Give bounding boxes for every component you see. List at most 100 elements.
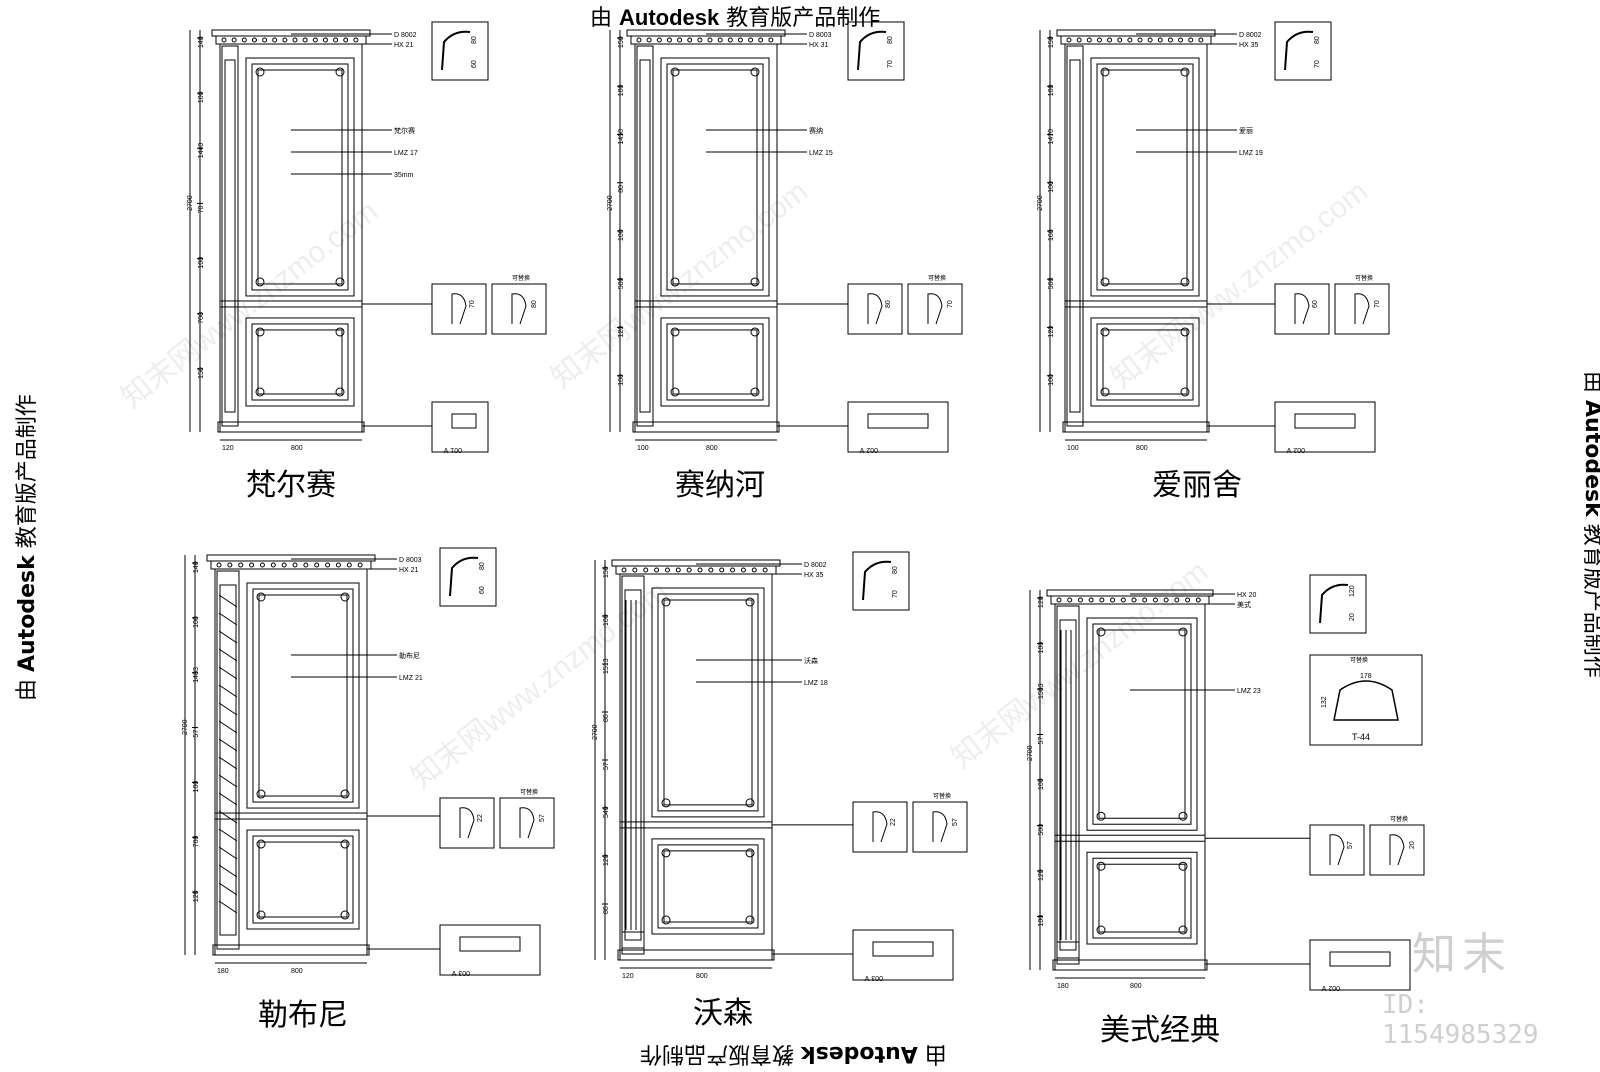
upper-panel-inner <box>1096 63 1194 291</box>
profile-dim: 20 <box>1409 841 1416 849</box>
leader-label: LMZ 23 <box>1237 688 1261 695</box>
crown-profile-shape <box>441 30 471 71</box>
brand-id: ID: 1154985329 <box>1382 990 1539 1050</box>
pilaster <box>1056 605 1080 965</box>
width-label: 120 <box>222 445 234 452</box>
chair-rail-profile-shape <box>459 807 475 839</box>
frieze-ornament <box>1067 597 1073 603</box>
frieze-ornament <box>259 562 265 568</box>
corner-ornament <box>1178 861 1188 871</box>
leader-label: HX 31 <box>809 42 829 49</box>
pilaster <box>1066 45 1084 427</box>
base-profile-shape <box>1294 413 1356 429</box>
frieze-ornament <box>1185 597 1191 603</box>
profile-dim: 80 <box>471 36 478 44</box>
pilaster-flute <box>224 59 236 413</box>
alt-label: 可替换 <box>1350 656 1368 664</box>
frieze-ornament <box>1178 37 1184 43</box>
dimension-label: 140 <box>198 36 205 48</box>
corner-ornament <box>256 839 266 849</box>
corner-ornament <box>745 798 755 808</box>
corner-ornament <box>661 597 671 607</box>
frieze-ornament <box>664 567 670 573</box>
chair-rail-profile-shape <box>1294 293 1310 325</box>
dimension-label: 1440 <box>198 143 205 159</box>
base-profile-box <box>852 929 954 981</box>
corner-ornament <box>255 387 265 397</box>
dimension-label: 120 <box>193 890 200 902</box>
corner-ornament <box>670 67 680 77</box>
frieze-ornament <box>666 37 672 43</box>
pilaster-carving <box>218 864 238 878</box>
frieze-ornament <box>312 37 318 43</box>
crown-profile-shape <box>862 560 892 601</box>
door-name-6: 美式经典 <box>1100 1013 1220 1048</box>
frieze-ornament <box>1056 597 1062 603</box>
lower-panel-frame <box>245 317 355 407</box>
chair-rail-profile-box <box>1309 824 1365 876</box>
leader-label: D 8002 <box>804 562 827 569</box>
corner-ornament <box>1100 387 1110 397</box>
frieze-ornament <box>262 37 268 43</box>
leader-label: D 8003 <box>809 32 832 39</box>
autodesk-watermark-top: 由 Autodesk 教育版产品制作 <box>590 5 881 31</box>
alt-profile-shape <box>932 811 948 843</box>
crown-profile-box <box>852 551 910 611</box>
frieze-ornament <box>1157 37 1163 43</box>
profile-dim: 002 ∀ <box>859 446 878 454</box>
lower-panel-field <box>663 850 753 923</box>
profile-dim: 70 <box>1314 60 1321 68</box>
upper-panel-field <box>257 69 343 285</box>
width-label: 120 <box>622 973 634 980</box>
upper-panel-inner <box>1092 623 1192 825</box>
dimension-label: 120 <box>1048 326 1055 338</box>
corner-ornament <box>340 910 350 920</box>
dimension-label: 80 <box>603 714 610 722</box>
frieze-ornament <box>216 562 222 568</box>
upper-panel-frame <box>246 582 360 809</box>
frieze-ornament <box>1096 37 1102 43</box>
lower-panel-field <box>1098 863 1186 933</box>
profile-dim: 80 <box>885 300 892 308</box>
frieze-ornament <box>241 37 247 43</box>
dimension-label: 100 <box>1038 778 1045 790</box>
leader-label: LMZ 18 <box>804 680 828 687</box>
frieze-ornament <box>251 37 257 43</box>
dimension-label: 120 <box>603 854 610 866</box>
frieze-ornament <box>1131 597 1137 603</box>
leader-label: 35mm <box>394 172 414 179</box>
chair-rail-profile-box <box>847 283 903 335</box>
corner-ornament <box>750 387 760 397</box>
frieze-ornament <box>1147 37 1153 43</box>
profile-dim: 80 <box>892 566 899 574</box>
frieze-ornament <box>697 37 703 43</box>
frieze-ornament <box>1167 37 1173 43</box>
frieze-ornament <box>1117 37 1123 43</box>
capital-detail-box <box>1309 654 1423 746</box>
pilaster-carving <box>218 828 238 842</box>
dimension-label: 57 <box>603 762 610 770</box>
lower-panel-field <box>1102 329 1188 395</box>
dimension-label: 120 <box>1038 596 1045 608</box>
lower-panel-frame <box>1086 851 1198 945</box>
pilaster-flute <box>1059 619 1077 951</box>
alt-profile-shape <box>927 293 943 325</box>
door-name-2: 赛纳河 <box>675 468 765 503</box>
crown-molding <box>211 29 371 37</box>
door-name-3: 爱丽舍 <box>1152 468 1242 503</box>
overall-height-label: 2700 <box>1027 745 1034 761</box>
dimension-label: 1513 <box>603 658 610 674</box>
chair-rail <box>214 812 368 820</box>
frieze-ornament <box>270 562 276 568</box>
base-profile-shape <box>867 413 929 429</box>
door-body <box>214 568 368 956</box>
base-profile-box <box>1274 401 1376 453</box>
corner-ornament <box>745 915 755 925</box>
lower-panel-frame <box>651 838 765 935</box>
dimension-label: 100 <box>618 229 625 241</box>
profile-dim: 80 <box>531 300 538 308</box>
crown-molding <box>1046 589 1214 597</box>
frieze-ornament <box>646 37 652 43</box>
